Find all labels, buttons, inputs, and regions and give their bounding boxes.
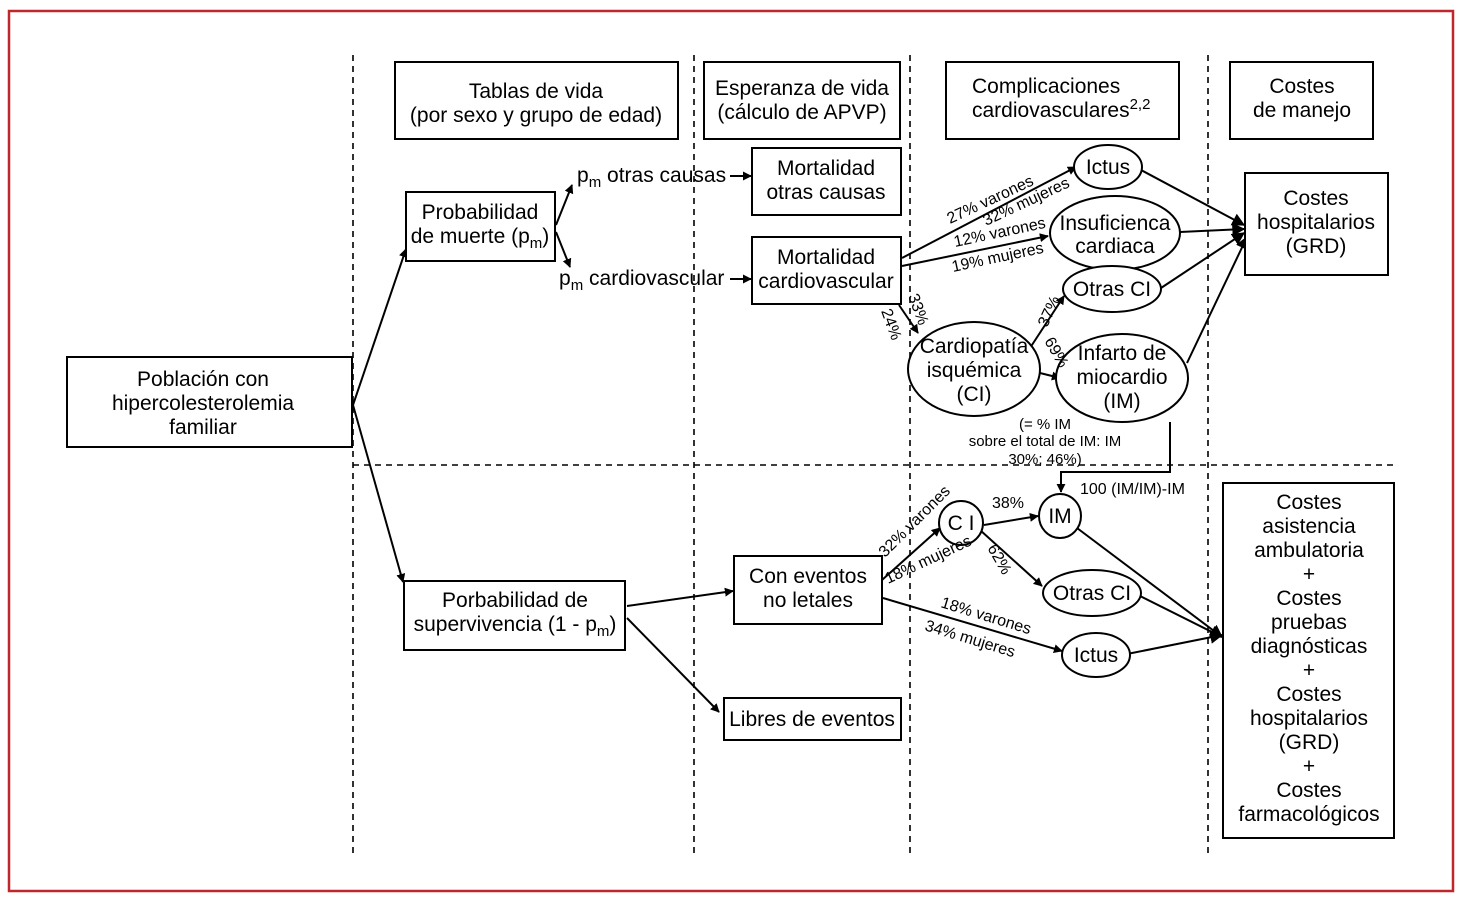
node-costes-hosp: Costes hospitalarios (GRD) (1244, 172, 1389, 276)
node-insuficiencia: Insuficienca cardiaca (1049, 195, 1181, 271)
node-im-bottom: IM (1038, 493, 1082, 539)
header-complicaciones: Complicaciones cardiovasculares2,2 (945, 61, 1180, 140)
svg-text:supervivencia (1 - pm): supervivencia (1 - pm) (414, 613, 617, 640)
label-p33: 33% (904, 292, 931, 328)
svg-text:Población con: Población con (137, 368, 269, 391)
node-infarto: Infarto de miocardio (IM) (1055, 333, 1189, 423)
svg-text:(GRD): (GRD) (1279, 731, 1340, 754)
node-libres: Libres de eventos (723, 697, 902, 741)
svg-text:no letales: no letales (763, 589, 853, 612)
svg-text:familiar: familiar (169, 416, 237, 439)
svg-text:Mortalidad: Mortalidad (777, 246, 875, 269)
header-esperanza: Esperanza de vida (cálculo de APVP) (703, 61, 901, 140)
svg-text:asistencia: asistencia (1262, 515, 1356, 538)
svg-text:de manejo: de manejo (1253, 99, 1351, 122)
svg-text:(GRD): (GRD) (1286, 235, 1347, 258)
svg-text:Insuficienca: Insuficienca (1060, 212, 1171, 235)
svg-text:de muerte (pm): de muerte (pm) (411, 225, 550, 252)
node-ictus-bottom: Ictus (1061, 632, 1131, 678)
header-tablas: Tablas de vida (por sexo y grupo de edad… (394, 61, 679, 140)
svg-text:Complicaciones: Complicaciones (972, 75, 1120, 98)
node-con-eventos: Con eventos no letales (733, 555, 883, 625)
label-p24: 24% (877, 307, 904, 343)
svg-text:Libres de eventos: Libres de eventos (729, 708, 895, 731)
node-ictus-top: Ictus (1073, 144, 1143, 190)
svg-text:Costes: Costes (1283, 187, 1348, 210)
svg-text:IM: IM (1048, 505, 1071, 528)
svg-text:(cálculo de APVP): (cálculo de APVP) (717, 101, 886, 124)
svg-text:pruebas: pruebas (1271, 611, 1347, 634)
node-ci-bottom: C I (938, 500, 984, 546)
svg-text:isquémica: isquémica (927, 359, 1022, 382)
dashed-grid (352, 55, 1397, 855)
svg-text:Costes: Costes (1276, 491, 1341, 514)
svg-text:hipercolesterolemia: hipercolesterolemia (112, 392, 294, 415)
svg-text:hospitalarios: hospitalarios (1250, 707, 1368, 730)
svg-text:cardiaca: cardiaca (1075, 235, 1155, 258)
label-p62: 62% (984, 542, 1015, 578)
svg-text:Costes: Costes (1276, 587, 1341, 610)
svg-text:ambulatoria: ambulatoria (1254, 539, 1364, 562)
svg-text:Esperanza de vida: Esperanza de vida (715, 77, 889, 100)
svg-text:Costes: Costes (1276, 683, 1341, 706)
node-mort-otras: Mortalidad otras causas (751, 147, 902, 216)
svg-text:Porbabilidad de: Porbabilidad de (442, 589, 588, 612)
node-otras-ci-top: Otras CI (1062, 265, 1162, 313)
label-im-note-3: 30%; 46%) (1008, 451, 1081, 468)
svg-text:otras causas: otras causas (766, 181, 885, 204)
svg-text:Mortalidad: Mortalidad (777, 157, 875, 180)
label-p38: 38% (992, 495, 1024, 512)
node-prob-muerte: Probabilidad de muerte (pm) (405, 191, 556, 262)
svg-text:C I: C I (948, 512, 975, 535)
svg-text:hospitalarios: hospitalarios (1257, 211, 1375, 234)
svg-text:miocardio: miocardio (1076, 366, 1167, 389)
svg-text:Infarto de: Infarto de (1078, 342, 1167, 365)
node-prob-superv: Porbabilidad de supervivencia (1 - pm) (403, 580, 626, 651)
svg-text:farmacológicos: farmacológicos (1238, 803, 1379, 826)
arrows (352, 166, 1248, 713)
svg-text:diagnósticas: diagnósticas (1251, 635, 1368, 658)
svg-text:Cardiopatía: Cardiopatía (920, 335, 1029, 358)
label-im-formula: 100 (IM/IM)-IM (1080, 481, 1185, 498)
node-costes-asist: Costes asistencia ambulatoria + Costes p… (1222, 482, 1395, 839)
svg-text:Otras CI: Otras CI (1073, 278, 1151, 301)
svg-text:(por sexo y grupo de edad): (por sexo y grupo de edad) (410, 104, 662, 127)
svg-text:Tablas de vida: Tablas de vida (469, 80, 604, 103)
svg-text:Probabilidad: Probabilidad (422, 201, 539, 224)
node-mort-cardio: Mortalidad cardiovascular (751, 236, 902, 305)
svg-text:(CI): (CI) (957, 383, 992, 406)
node-otras-ci-bottom: Otras CI (1042, 569, 1142, 617)
label-pm-cardio: pm cardiovascular (559, 267, 724, 294)
svg-text:(IM): (IM) (1103, 390, 1140, 413)
node-cardiopatia: Cardiopatía isquémica (CI) (907, 321, 1041, 417)
svg-text:cardiovascular: cardiovascular (758, 270, 893, 293)
label-im-note-2: sobre el total de IM: IM (969, 433, 1122, 450)
label-pm-otras: pm otras causas (577, 164, 726, 191)
label-im-note-1: (= % IM (1019, 416, 1071, 433)
svg-text:cardiovasculares2,2: cardiovasculares2,2 (972, 96, 1150, 122)
svg-text:Costes: Costes (1269, 75, 1334, 98)
svg-text:+: + (1303, 659, 1315, 682)
svg-text:Con eventos: Con eventos (749, 565, 867, 588)
header-costes: Costes de manejo (1229, 61, 1374, 140)
node-poblacion: Población con hipercolesterolemia famili… (66, 356, 353, 448)
svg-text:Costes: Costes (1276, 779, 1341, 802)
svg-text:Ictus: Ictus (1074, 644, 1118, 667)
svg-text:+: + (1303, 755, 1315, 778)
svg-text:Ictus: Ictus (1086, 156, 1130, 179)
outer-frame (7, 9, 1455, 893)
svg-text:+: + (1303, 563, 1315, 586)
label-p37: 37% (1035, 293, 1064, 329)
svg-text:Otras CI: Otras CI (1053, 582, 1131, 605)
